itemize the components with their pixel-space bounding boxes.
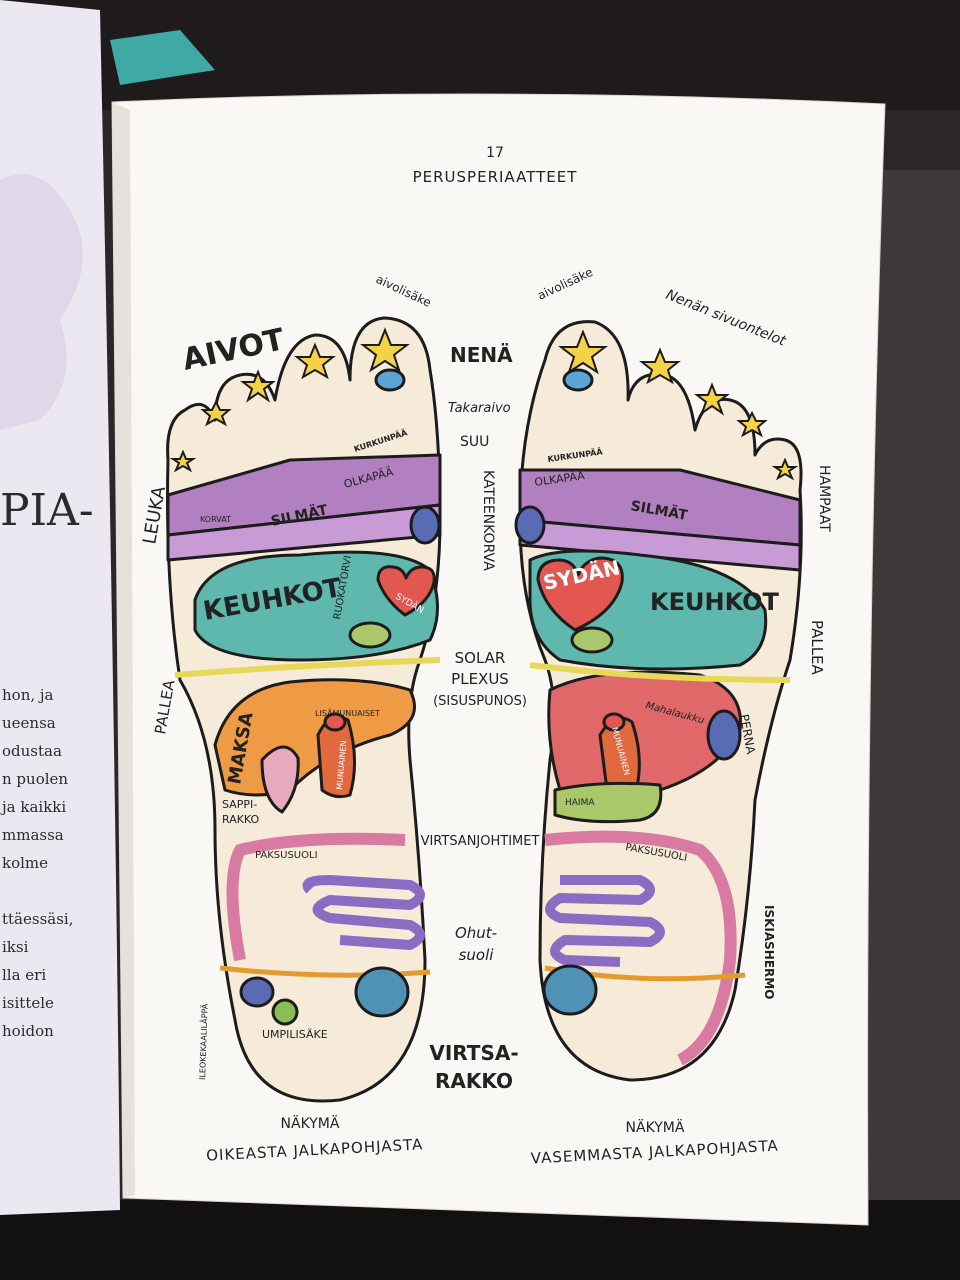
label-takaraivo: Takaraivo: [448, 401, 511, 416]
right-sole-diagram: [166, 316, 442, 1103]
caption-left-top: NÄKYMÄ: [281, 1114, 340, 1132]
teal-object: [110, 30, 215, 85]
adrenal-gland-l: [602, 712, 626, 732]
toe-stars-right: [169, 327, 410, 473]
star-icon: [771, 457, 799, 481]
label-iskiashermo: ISKIASHERMO: [762, 905, 776, 999]
heart-big: [536, 556, 624, 632]
left-text-line: ttäessäsi,: [2, 910, 73, 928]
left-text-line: ueensa: [2, 714, 56, 732]
left-heading: PIA-: [0, 485, 94, 536]
left-text-line: hoidon: [2, 1022, 54, 1040]
left-text-line: lla eri: [2, 966, 46, 984]
label-haima: HAIMA: [565, 798, 595, 808]
label-munuainen-left: MUNUAINEN: [335, 740, 348, 790]
left-text-line: ja kaikki: [0, 798, 66, 816]
label-rakko-big: RAKKO: [435, 1069, 513, 1093]
colon-left: [544, 830, 737, 1066]
left-text-line: mmassa: [2, 826, 64, 844]
label-paksusuoli-left: PAKSUSUOLI: [255, 850, 318, 861]
star-icon: [169, 449, 197, 473]
left-sole-diagram: [514, 320, 803, 1082]
heart-small: [376, 565, 436, 617]
left-text-line: hon, ja: [2, 686, 54, 704]
colon-right: [226, 832, 406, 962]
left-page-text: hon, ja ueensa odustaa n puolen ja kaikk…: [0, 686, 73, 1040]
star-icon: [240, 369, 276, 403]
left-text-line: odustaa: [2, 742, 62, 760]
label-sisuspunos: (SISUSPUNOS): [433, 694, 527, 709]
label-virtsanjohtimet: VIRTSANJOHTIMET: [421, 834, 540, 849]
label-suu: SUU: [460, 434, 489, 450]
star-icon: [736, 410, 768, 438]
left-text-line: kolme: [2, 854, 48, 872]
star-icon: [200, 399, 232, 427]
shoulder-zone: [166, 503, 442, 562]
label-virtsa: VIRTSA-: [429, 1041, 518, 1065]
left-text-line: n puolen: [2, 770, 68, 788]
label-plexus: PLEXUS: [451, 670, 509, 688]
label-ohut: Ohut-: [455, 924, 497, 942]
pancreas: [553, 781, 663, 824]
thymus-left: [514, 505, 546, 545]
page-header: PERUSPERIAATTEET: [413, 168, 578, 186]
label-pallea-right: PALLEA: [808, 620, 826, 676]
pituitary-right: [374, 368, 406, 392]
label-rakko: RAKKO: [222, 813, 260, 826]
label-keuhkot-right: KEUHKOT: [650, 588, 779, 616]
label-ileokekaaliläppä: ILEOKEKAALILÄPPÄ: [197, 1003, 210, 1080]
page-gutter-shadow: [112, 102, 135, 1198]
solar-plexus-right: [348, 621, 392, 649]
bladder-right: [354, 966, 410, 1018]
stomach: [547, 670, 742, 797]
adrenal-gland: [323, 712, 347, 732]
thymus-right: [409, 505, 441, 545]
star-icon: [360, 327, 410, 373]
star-icon: [694, 382, 730, 416]
toe-stars-left: [558, 329, 799, 481]
label-kateenkorva: KATEENKORVA: [480, 470, 496, 571]
left-text-line: isittele: [2, 994, 54, 1012]
caption-right-top: NÄKYMÄ: [626, 1118, 685, 1136]
label-sappi: SAPPI-: [222, 798, 257, 811]
label-nena: NENÄ: [450, 343, 513, 367]
star-icon: [639, 347, 681, 385]
pituitary-left: [562, 368, 594, 392]
left-text-line: iksi: [2, 938, 29, 956]
diaphragm-line: [174, 657, 441, 678]
page-number: 17: [486, 145, 504, 161]
star-icon: [558, 329, 608, 375]
spleen: [706, 709, 742, 761]
label-umpilisake: UMPILISÄKE: [262, 1028, 328, 1041]
left-page-cloud: [0, 174, 83, 430]
small-intestine-left: [545, 875, 665, 967]
label-solar: SOLAR: [455, 649, 506, 667]
appendix: [271, 998, 299, 1026]
small-intestine-right: [302, 875, 425, 950]
solar-plexus-left: [570, 626, 614, 654]
label-lisamunuaiset: LISÄMUNUAISET: [315, 708, 380, 718]
diaphragm-line-l: [529, 662, 791, 683]
star-icon: [294, 342, 336, 380]
label-korvat: KORVAT: [200, 515, 231, 524]
label-suoli: suoli: [459, 946, 495, 964]
label-hampaat: HAMPAAT: [816, 465, 832, 532]
bladder-left: [542, 964, 598, 1016]
sciatic-line-right: [219, 965, 431, 978]
gallbladder: [260, 745, 300, 814]
ileocecal-valve: [239, 976, 275, 1008]
